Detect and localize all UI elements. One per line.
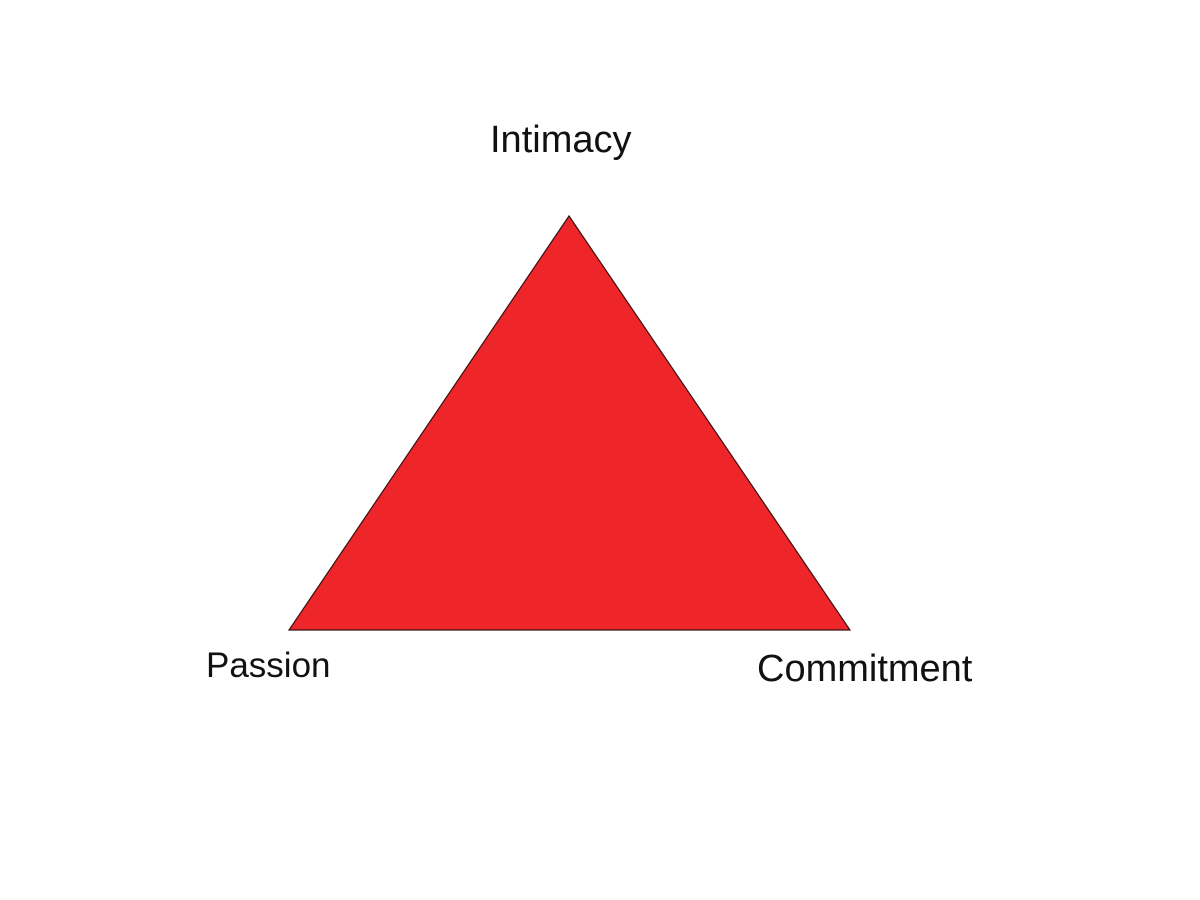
vertex-label-passion: Passion [206,646,331,685]
vertex-label-intimacy: Intimacy [490,119,632,161]
triangle-shape [287,214,852,631]
vertex-label-commitment: Commitment [757,648,973,690]
